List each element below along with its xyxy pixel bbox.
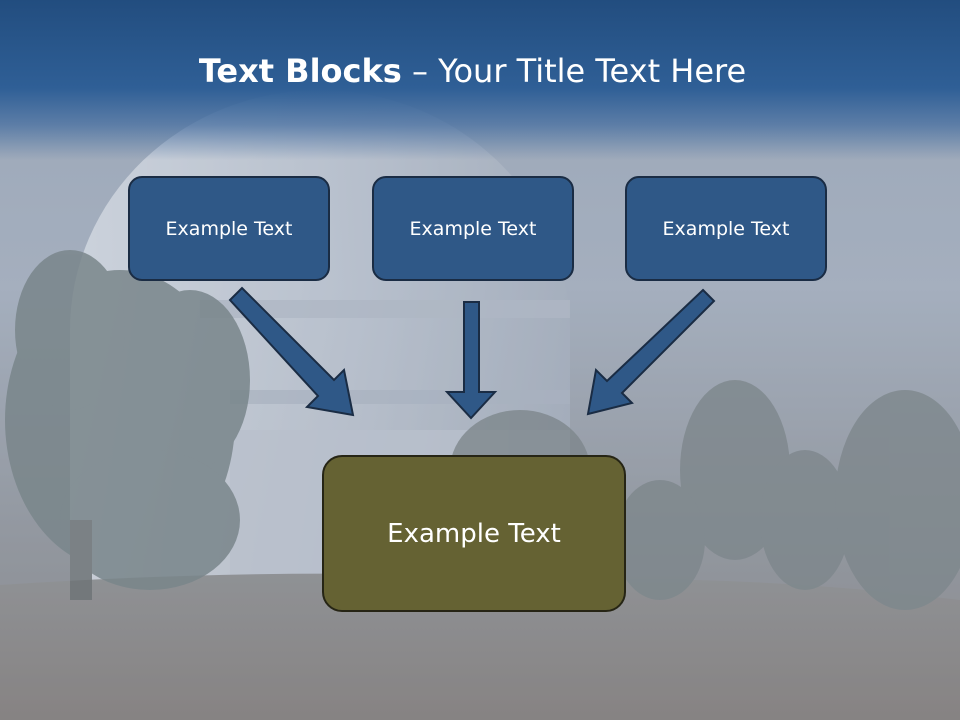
text-block-1[interactable]: Example Text (128, 176, 330, 281)
text-block-3-label: Example Text (662, 217, 790, 240)
title-band (0, 0, 960, 160)
slide-title: Text Blocks – Your Title Text Here (0, 52, 945, 90)
text-block-main-label: Example Text (387, 518, 561, 549)
text-block-2-label: Example Text (409, 217, 537, 240)
title-dash: – (401, 52, 439, 90)
tree-left (5, 250, 250, 600)
text-block-main[interactable]: Example Text (322, 455, 626, 612)
title-bold: Text Blocks (198, 52, 402, 90)
ground (0, 573, 960, 720)
text-block-2[interactable]: Example Text (372, 176, 574, 281)
text-block-1-label: Example Text (165, 217, 293, 240)
text-block-3[interactable]: Example Text (625, 176, 827, 281)
title-rest: Your Title Text Here (438, 52, 747, 90)
